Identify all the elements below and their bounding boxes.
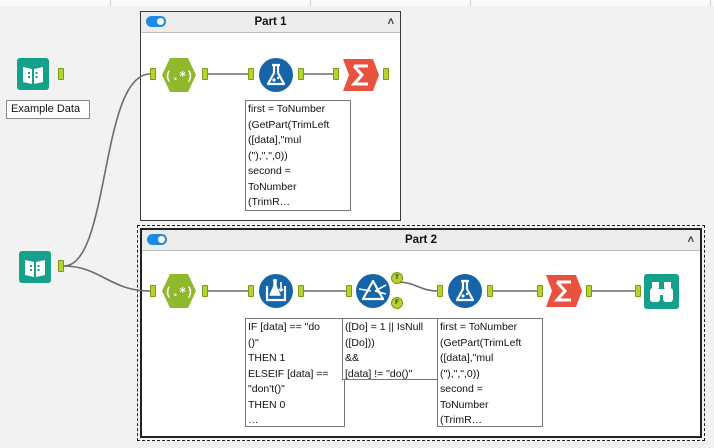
input-anchor[interactable] [248,68,254,80]
text-input-book-icon[interactable] [17,58,49,90]
summarize-sigma-icon[interactable] [546,273,582,309]
input-anchor[interactable] [635,285,641,297]
canvas-top-strip [0,0,714,6]
formula-annotation: first = ToNumber (GetPart(TrimLeft ([dat… [245,100,351,211]
container-part-2[interactable]: Part 2 ˄ [137,225,705,441]
filter-annotation: ([Do] = 1 || IsNull ([Do])) && [data] !=… [342,318,446,380]
formula-flask-icon[interactable] [258,57,294,93]
output-anchor[interactable] [586,285,592,297]
filter-true-anchor[interactable]: T [391,272,403,284]
toolbar-segment [110,0,311,6]
container-enable-toggle[interactable] [146,16,166,27]
output-anchor[interactable] [298,68,304,80]
wire [63,265,151,292]
output-anchor[interactable] [202,285,208,297]
formula-flask-icon[interactable] [447,273,483,309]
input-anchor[interactable] [333,68,339,80]
toolbar-segment [310,0,471,6]
input-anchor[interactable] [150,285,156,297]
container-enable-toggle[interactable] [147,234,167,245]
output-anchor[interactable] [383,68,389,80]
input-anchor[interactable] [150,68,156,80]
container-header[interactable]: Part 1 ˄ [141,12,400,33]
regex-hexagon-icon[interactable]: (.*) [161,273,197,309]
input-anchor[interactable] [346,285,352,297]
output-anchor[interactable] [202,68,208,80]
toolbar-segment [470,0,711,6]
multi-row-formula-icon[interactable] [258,273,294,309]
container-title: Part 1 [254,16,287,28]
multi-row-formula-annotation: IF [data] == "do ()" THEN 1 ELSEIF [data… [245,318,345,427]
container-header[interactable]: Part 2 ˄ [142,230,700,251]
filter-prism-icon[interactable] [355,273,391,309]
container-title: Part 2 [405,234,437,246]
toolbar-segment [0,0,111,6]
output-anchor[interactable] [58,68,64,80]
caret-up-icon[interactable]: ˄ [687,234,694,246]
svg-text:(.*): (.*) [165,69,194,83]
output-anchor[interactable] [298,285,304,297]
input-anchor[interactable] [537,285,543,297]
example-data-label: Example Data [6,100,90,119]
summarize-sigma-icon[interactable] [343,57,379,93]
svg-text:(.*): (.*) [165,285,194,299]
filter-false-anchor[interactable]: F [391,297,403,309]
browse-binoculars-icon[interactable] [644,274,679,309]
input-anchor[interactable] [437,285,443,297]
caret-up-icon[interactable]: ˄ [387,16,394,28]
text-input-book-icon[interactable] [19,251,51,283]
input-anchor[interactable] [248,285,254,297]
formula-annotation: first = ToNumber (GetPart(TrimLeft ([dat… [437,318,543,427]
output-anchor[interactable] [58,260,64,272]
regex-hexagon-icon[interactable]: (.*) [161,57,197,93]
output-anchor[interactable] [487,285,493,297]
